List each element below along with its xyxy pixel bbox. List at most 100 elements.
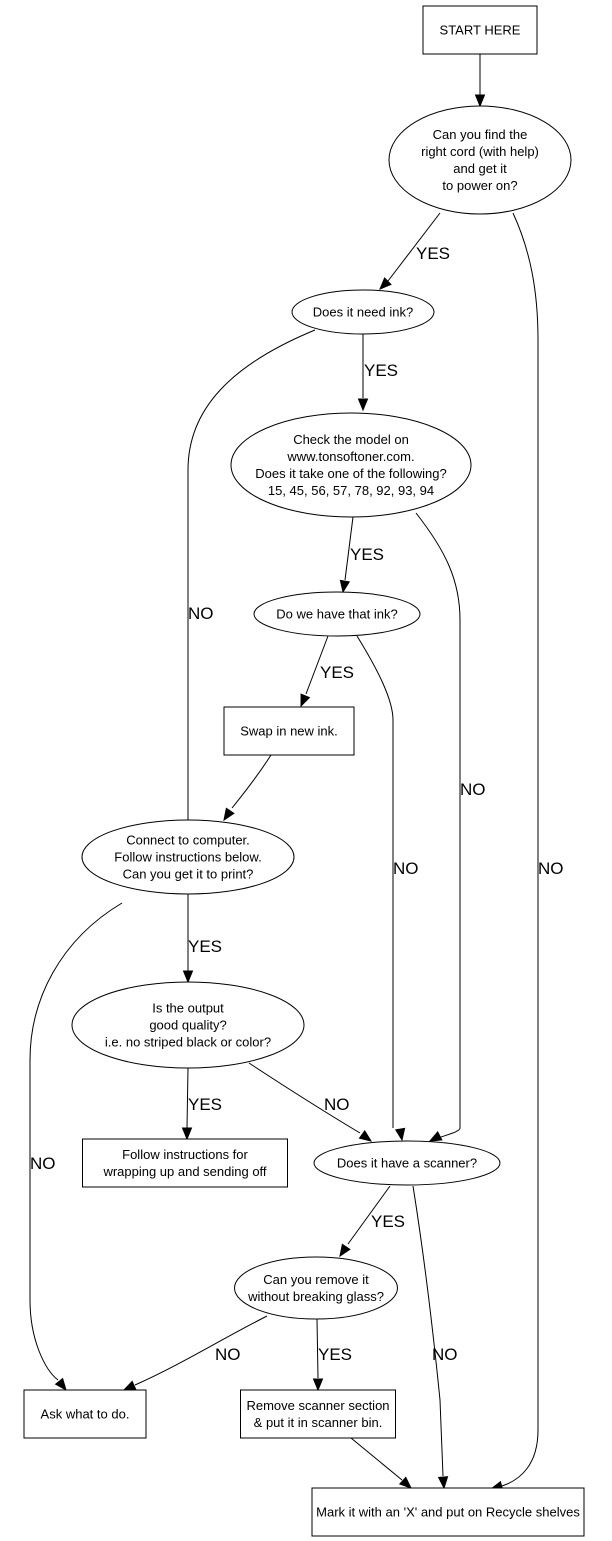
edge-label: YES: [364, 361, 398, 380]
edge-label: NO: [30, 1154, 56, 1173]
edge-line: [350, 1437, 403, 1481]
edge-label: NO: [215, 1345, 241, 1364]
node-need-ink: Does it need ink?: [291, 289, 435, 335]
edge-line: [501, 212, 539, 1487]
edge-quality-to-scanner: NO: [248, 1062, 373, 1142]
arrowhead-icon: [398, 1476, 412, 1489]
node-text-line: Do we have that ink?: [276, 607, 397, 622]
node-text-line: to power on?: [442, 178, 517, 193]
edge-remove_glass-to-remove_scanner: YES: [312, 1318, 352, 1392]
node-text-line: Is the output: [152, 1001, 224, 1016]
node-check-model: Check the model onwww.tonsoftoner.com.Do…: [230, 412, 472, 518]
edge-label: NO: [460, 780, 486, 799]
node-text-line: Swap in new ink.: [240, 724, 338, 739]
edge-check_model-to-scanner: NO: [415, 512, 486, 1142]
node-box: [240, 1389, 396, 1439]
edge-label: NO: [538, 859, 564, 878]
node-text-line: Remove scanner section: [246, 1398, 389, 1413]
arrowhead-icon: [428, 1131, 443, 1142]
edge-line: [187, 329, 316, 834]
arrowhead-icon: [474, 94, 486, 108]
node-text-line: i.e. no striped black or color?: [105, 1035, 271, 1050]
edge-label: YES: [188, 937, 222, 956]
edge-line: [305, 635, 329, 695]
edge-line: [344, 516, 354, 581]
node-text-line: Can you find the: [433, 127, 528, 142]
node-ellipse: [313, 1140, 501, 1186]
edge-line: [316, 1318, 319, 1379]
node-text-line: Mark it with an 'X' and put on Recycle s…: [316, 1505, 580, 1520]
node-text-line: wrapping up and sending off: [102, 1164, 266, 1179]
edge-have_ink-to-scanner: NO: [356, 635, 419, 1142]
arrowhead-icon: [358, 1129, 373, 1142]
node-text-line: Does it take one of the following?: [255, 466, 447, 481]
node-text-line: & put it in scanner bin.: [254, 1415, 383, 1430]
arrowhead-icon: [182, 970, 194, 984]
node-text-line: 15, 45, 56, 57, 78, 92, 93, 94: [268, 483, 434, 498]
edge-label: NO: [324, 1095, 350, 1114]
edge-scanner-to-remove_glass: YES: [339, 1185, 405, 1258]
edge-have_ink-to-swap_ink: YES: [300, 635, 354, 708]
edge-remove_glass-to-ask: NO: [122, 1315, 268, 1391]
node-box: [82, 1138, 288, 1188]
node-have-ink: Do we have that ink?: [253, 591, 421, 637]
edge-label: YES: [188, 1095, 222, 1114]
arrowhead-icon: [357, 398, 369, 412]
node-recycle: Mark it with an 'X' and put on Recycle s…: [311, 1487, 585, 1537]
edge-need_ink-to-check_model: YES: [357, 334, 398, 412]
node-scanner: Does it have a scanner?: [313, 1140, 501, 1186]
node-text-line: Check the model on: [293, 432, 409, 447]
node-ellipse: [81, 819, 295, 895]
edge-power-to-recycle: NO: [489, 212, 564, 1492]
node-swap-ink: Swap in new ink.: [223, 706, 355, 756]
arrowhead-icon: [379, 277, 392, 290]
node-text-line: Ask what to do.: [41, 1407, 130, 1422]
node-text-line: Can you remove it: [263, 1272, 369, 1287]
node-box: [422, 5, 538, 55]
node-ellipse: [234, 1256, 398, 1320]
edge-label: YES: [320, 663, 354, 682]
edge-remove_scanner-to-recycle: [350, 1437, 412, 1489]
node-ellipse: [71, 981, 305, 1069]
edge-line: [347, 1185, 391, 1245]
node-text-line: right cord (with help): [421, 144, 539, 159]
edge-quality-to-wrap_up: YES: [181, 1067, 222, 1141]
node-text-line: Does it need ink?: [313, 305, 413, 320]
edge-connect-to-quality: YES: [182, 894, 222, 984]
edge-check_model-to-have_ink: YES: [339, 516, 384, 594]
edge-connect-to-ask: NO: [29, 902, 123, 1392]
edge-line: [248, 1062, 361, 1134]
arrowhead-icon: [300, 693, 311, 708]
edge-line: [356, 635, 394, 1128]
node-text-line: Does it have a scanner?: [337, 1156, 477, 1171]
edge-line: [134, 1315, 268, 1386]
arrowhead-icon: [223, 807, 235, 822]
edge-label: NO: [188, 604, 214, 623]
node-ellipse: [230, 412, 472, 518]
edge-label: NO: [432, 1345, 458, 1364]
edge-scanner-to-recycle: NO: [412, 1185, 458, 1490]
edge-swap_ink-to-connect: [223, 754, 272, 822]
edge-line: [231, 754, 272, 809]
node-ellipse: [253, 591, 421, 637]
arrowhead-icon: [181, 1127, 193, 1141]
node-text-line: Follow instructions below.: [114, 850, 261, 865]
node-ellipse: [388, 105, 572, 215]
node-ask: Ask what to do.: [23, 1389, 147, 1439]
edge-line: [29, 902, 123, 1381]
edge-label: YES: [350, 545, 384, 564]
node-ellipse: [291, 289, 435, 335]
edge-line: [387, 212, 441, 282]
node-remove-scanner: Remove scanner section & put it in scanne…: [240, 1389, 396, 1439]
node-box: [311, 1487, 585, 1537]
arrowhead-icon: [339, 579, 351, 594]
node-text-line: without breaking glass?: [247, 1289, 384, 1304]
edge-line: [415, 512, 461, 1141]
node-text-line: and get it: [453, 161, 507, 176]
node-text-line: Connect to computer.: [126, 833, 250, 848]
arrowhead-icon: [54, 1377, 67, 1392]
node-power: Can you find the right cord (with help) an…: [388, 105, 572, 215]
